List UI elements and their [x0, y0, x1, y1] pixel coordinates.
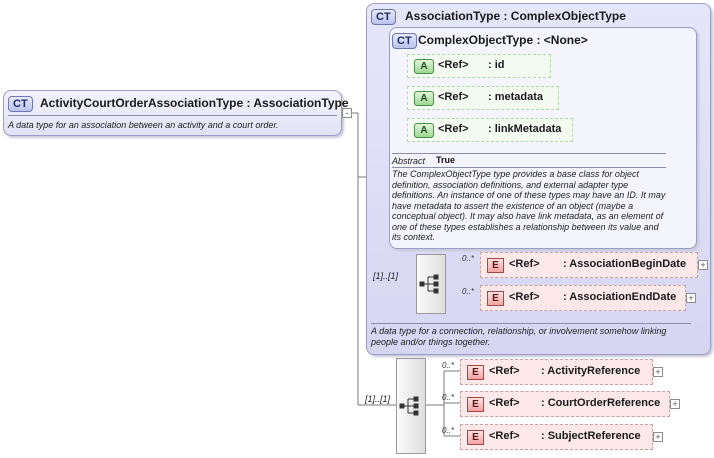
ct-badge-icon: CT: [392, 33, 417, 49]
attribute-link-metadata[interactable]: A <Ref> : linkMetadata: [407, 118, 573, 142]
element-name: : SubjectReference: [541, 430, 641, 442]
element-ref: <Ref>: [489, 397, 520, 409]
attribute-ref: <Ref>: [438, 123, 469, 135]
expand-toggle-icon[interactable]: +: [686, 293, 696, 303]
sequence-multiplicity: [1]..[1]: [373, 271, 399, 281]
element-ref: <Ref>: [489, 365, 520, 377]
abstract-value: True: [436, 155, 456, 165]
element-association-begin-date[interactable]: E <Ref> : AssociationBeginDate: [480, 252, 698, 278]
element-activity-reference[interactable]: E <Ref> : ActivityReference: [460, 359, 653, 385]
cardinality-label: 0..*: [442, 426, 455, 435]
ct-badge-icon: CT: [371, 9, 396, 25]
element-name: : AssociationBeginDate: [563, 258, 687, 270]
divider: [392, 153, 666, 154]
root-complex-type[interactable]: CT ActivityCourtOrderAssociationType : A…: [3, 90, 349, 136]
complex-object-type-description: The ComplexObjectType type provides a ba…: [392, 169, 666, 242]
element-ref: <Ref>: [489, 430, 520, 442]
expand-toggle-icon[interactable]: +: [653, 367, 663, 377]
element-icon: E: [487, 258, 504, 273]
element-subject-reference[interactable]: E <Ref> : SubjectReference: [460, 424, 653, 450]
cardinality-label: 0..*: [442, 393, 455, 402]
attribute-name: : id: [488, 59, 505, 71]
divider: [8, 115, 337, 116]
element-name: : AssociationEndDate: [563, 291, 677, 303]
expand-toggle-icon[interactable]: +: [653, 432, 663, 442]
divider: [392, 167, 666, 168]
attribute-ref: <Ref>: [438, 59, 469, 71]
expand-toggle-icon[interactable]: +: [698, 260, 708, 270]
attribute-ref: <Ref>: [438, 91, 469, 103]
element-name: : ActivityReference: [541, 365, 641, 377]
attribute-icon: A: [414, 91, 434, 106]
element-name: : CourtOrderReference: [541, 397, 661, 409]
cardinality-label: 0..*: [442, 361, 455, 370]
element-icon: E: [467, 365, 484, 380]
sequence-symbol-icon: [399, 396, 419, 416]
association-type-description: A data type for a connection, relationsh…: [371, 326, 667, 347]
attribute-id[interactable]: A <Ref> : id: [407, 54, 551, 78]
collapse-toggle-icon[interactable]: -: [342, 108, 352, 118]
cardinality-label: 0..*: [462, 254, 475, 263]
element-icon: E: [467, 397, 484, 412]
element-icon: E: [467, 430, 484, 445]
cardinality-label: 0..*: [462, 287, 475, 296]
attribute-icon: A: [414, 59, 434, 74]
element-ref: <Ref>: [509, 291, 540, 303]
association-type-title: AssociationType : ComplexObjectType: [405, 9, 626, 23]
element-icon: E: [487, 291, 504, 306]
sequence-multiplicity: [1]..[1]: [365, 394, 391, 404]
attribute-name: : linkMetadata: [488, 123, 562, 135]
element-court-order-reference[interactable]: E <Ref> : CourtOrderReference: [460, 391, 670, 417]
attribute-metadata[interactable]: A <Ref> : metadata: [407, 86, 559, 110]
root-type-title: ActivityCourtOrderAssociationType : Asso…: [40, 96, 349, 110]
abstract-label: Abstract: [392, 156, 426, 166]
sequence-compositor-icon[interactable]: [396, 358, 426, 454]
complex-object-type-title: ComplexObjectType : <None>: [418, 33, 588, 47]
sequence-symbol-icon: [419, 274, 439, 294]
element-ref: <Ref>: [509, 258, 540, 270]
expand-toggle-icon[interactable]: +: [670, 399, 680, 409]
ct-badge-icon: CT: [8, 96, 33, 112]
root-type-description: A data type for an association between a…: [8, 120, 279, 130]
attribute-icon: A: [414, 123, 434, 138]
sequence-compositor-icon[interactable]: [416, 254, 446, 314]
attribute-name: : metadata: [488, 91, 544, 103]
divider: [371, 323, 691, 324]
element-association-end-date[interactable]: E <Ref> : AssociationEndDate: [480, 285, 686, 311]
